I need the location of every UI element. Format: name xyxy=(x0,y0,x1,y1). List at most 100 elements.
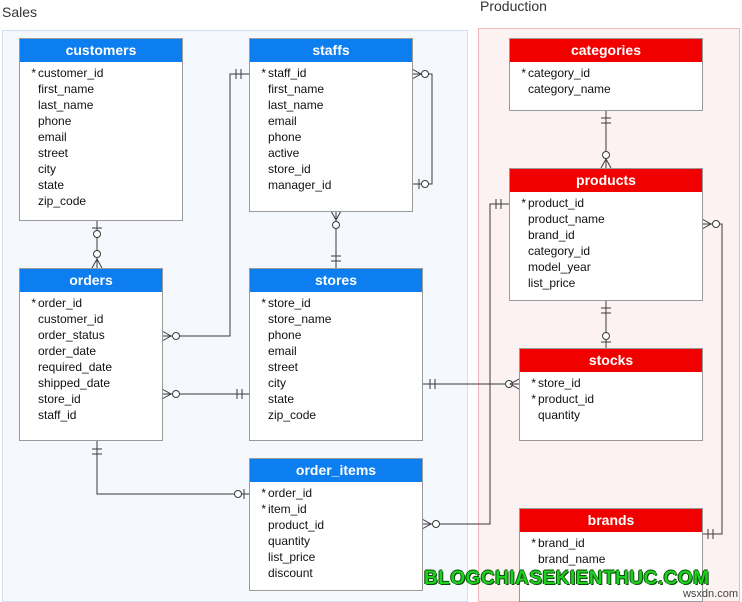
link-products-orderitems xyxy=(422,203,510,525)
field-row: customer_id xyxy=(20,311,162,327)
field-row: *brand_id xyxy=(520,535,702,551)
field-row: *store_id xyxy=(250,295,422,311)
field-row: category_name xyxy=(510,81,702,97)
field-name: active xyxy=(268,146,300,160)
field-name: customer_id xyxy=(38,66,104,80)
field-name: product_id xyxy=(538,392,595,406)
field-row: order_status xyxy=(20,327,162,343)
primary-key-marker: * xyxy=(531,376,536,390)
field-row: *product_id xyxy=(520,391,702,407)
field-name: phone xyxy=(268,328,302,342)
entity-title: customers xyxy=(20,39,182,62)
primary-key-marker: * xyxy=(521,66,526,80)
field-row: email xyxy=(250,343,422,359)
field-name: email xyxy=(268,344,297,358)
field-name: required_date xyxy=(38,360,113,374)
field-row: discount xyxy=(250,565,422,581)
primary-key-marker: * xyxy=(31,66,36,80)
entity-title: products xyxy=(510,169,702,192)
field-row: store_id xyxy=(250,161,412,177)
field-row: category_id xyxy=(510,243,702,259)
field-name: list_price xyxy=(528,276,576,290)
field-name: first_name xyxy=(268,82,325,96)
entity-fields: *category_id category_name xyxy=(510,62,702,97)
field-row: city xyxy=(20,161,182,177)
field-name: zip_code xyxy=(268,408,317,422)
field-row: street xyxy=(250,359,422,375)
field-name: product_id xyxy=(528,196,585,210)
entity-categories[interactable]: categories *category_id category_name xyxy=(509,38,703,111)
field-name: phone xyxy=(38,114,72,128)
field-name: state xyxy=(268,392,295,406)
field-row: brand_id xyxy=(510,227,702,243)
field-name: brand_id xyxy=(538,536,585,550)
entity-title: stocks xyxy=(520,349,702,372)
field-name: state xyxy=(38,178,65,192)
field-name: street xyxy=(268,360,299,374)
field-name: last_name xyxy=(38,98,94,112)
field-row: email xyxy=(250,113,412,129)
field-row: order_date xyxy=(20,343,162,359)
field-name: street xyxy=(38,146,69,160)
field-row: *customer_id xyxy=(20,65,182,81)
field-row: *product_id xyxy=(510,195,702,211)
field-name: store_id xyxy=(38,392,81,406)
field-row: product_name xyxy=(510,211,702,227)
field-name: staff_id xyxy=(268,66,307,80)
field-name: customer_id xyxy=(38,312,104,326)
field-row: email xyxy=(20,129,182,145)
field-name: phone xyxy=(268,130,302,144)
field-row: store_name xyxy=(250,311,422,327)
field-row: active xyxy=(250,145,412,161)
field-name: product_name xyxy=(528,212,605,226)
field-row: shipped_date xyxy=(20,375,162,391)
field-name: store_name xyxy=(268,312,332,326)
field-name: item_id xyxy=(268,502,307,516)
field-row: state xyxy=(20,177,182,193)
field-name: category_id xyxy=(528,244,591,258)
field-row: last_name xyxy=(250,97,412,113)
field-row: phone xyxy=(20,113,182,129)
field-name: order_date xyxy=(38,344,97,358)
entity-title: order_items xyxy=(250,459,422,482)
primary-key-marker: * xyxy=(531,392,536,406)
field-row: manager_id xyxy=(250,177,412,193)
field-row: list_price xyxy=(250,549,422,565)
field-row: phone xyxy=(250,327,422,343)
production-group-label: Production xyxy=(480,0,547,14)
field-name: model_year xyxy=(528,260,591,274)
field-name: shipped_date xyxy=(38,376,111,390)
link-orders-orderitems xyxy=(96,440,250,495)
field-row: required_date xyxy=(20,359,162,375)
entity-title: categories xyxy=(510,39,702,62)
field-name: staff_id xyxy=(38,408,77,422)
primary-key-marker: * xyxy=(31,296,36,310)
sales-group-label: Sales xyxy=(2,4,38,20)
field-name: city xyxy=(38,162,56,176)
field-row: *order_id xyxy=(20,295,162,311)
field-row: store_id xyxy=(20,391,162,407)
field-row: model_year xyxy=(510,259,702,275)
field-name: category_id xyxy=(528,66,591,80)
field-name: category_name xyxy=(528,82,611,96)
field-name: order_status xyxy=(38,328,105,342)
entity-title: staffs xyxy=(250,39,412,62)
entity-title: brands xyxy=(520,509,702,532)
field-row: *order_id xyxy=(250,485,422,501)
field-name: store_id xyxy=(538,376,581,390)
field-name: store_id xyxy=(268,162,311,176)
